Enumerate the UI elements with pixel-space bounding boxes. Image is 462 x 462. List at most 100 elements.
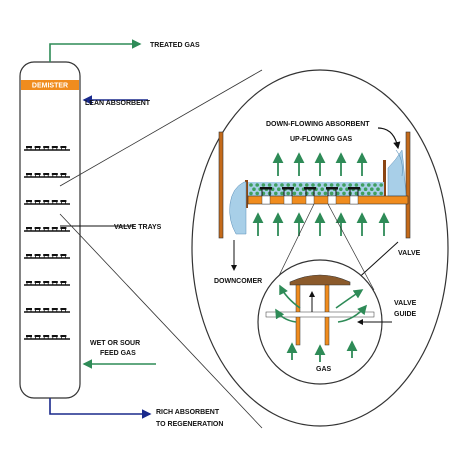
bubble (286, 191, 291, 196)
valve-guide-label-line2: GUIDE (394, 311, 417, 318)
bubble (370, 187, 374, 191)
tray-valve-cap (34, 254, 41, 256)
bubble (367, 183, 371, 187)
gas-curve-right-low (337, 304, 368, 323)
tray-valve (326, 187, 338, 205)
valve-label: VALVE (398, 250, 421, 257)
bubble (255, 183, 259, 187)
valve-guide-label-line1: VALVE (394, 300, 417, 307)
bubble (280, 183, 284, 187)
bubble (336, 191, 340, 196)
tray-valve-cap (51, 227, 58, 229)
valve-tray (24, 254, 70, 259)
demister-label: DEMISTER (32, 83, 68, 90)
bubble (329, 183, 334, 187)
tray-valve-cap (51, 335, 58, 337)
bubble (317, 191, 322, 196)
downcomer-weir (245, 180, 248, 208)
tray-valve-cap (26, 200, 32, 202)
tray-detail: DOWN-FLOWING ABSORBENT UP-FLOWING GAS DO… (214, 121, 421, 285)
valve-detail: GAS VALVE GUIDE (265, 274, 417, 373)
bubble (360, 183, 365, 187)
bubble (376, 187, 380, 191)
gas-curve-left-low (275, 308, 297, 323)
tray-valve-cap (43, 200, 50, 202)
tray-valve-cap (26, 173, 32, 175)
tray-valve-cap (34, 227, 41, 229)
bubble (280, 191, 284, 196)
bubble (345, 187, 349, 191)
valve-cap (289, 274, 351, 286)
tray-valve-cap (26, 308, 32, 310)
bubble (267, 183, 272, 187)
bubble (336, 183, 340, 187)
bubble (379, 183, 384, 187)
zoom-line-bottom (59, 213, 263, 429)
valve-orifice (327, 195, 337, 205)
bubble (363, 187, 368, 191)
valve-tray (24, 281, 70, 286)
bubble (286, 183, 291, 187)
bubble (329, 191, 334, 196)
tray-valve-cap (51, 308, 58, 310)
treated-gas-line (49, 39, 142, 62)
treated-gas-label: TREATED GAS (150, 42, 200, 49)
tray-valve (260, 187, 272, 205)
tray-valve-cap (26, 227, 32, 229)
bubble (249, 183, 253, 187)
tray-valve-cap (60, 200, 67, 202)
tray-valve-cap (43, 335, 50, 337)
valve-cap (348, 187, 360, 190)
tray-valve (282, 187, 294, 205)
bubble (261, 183, 266, 187)
valve-tray (24, 227, 70, 232)
tray-valve-cap (43, 281, 50, 283)
bubble (255, 191, 259, 196)
bubble-field (249, 183, 384, 196)
valve-cap (304, 187, 316, 190)
tray-valve-cap (26, 281, 32, 283)
valve-cap (260, 187, 272, 190)
tray-valve-cap (60, 281, 67, 283)
tray-valve (304, 187, 316, 205)
valve-tray (24, 146, 70, 151)
tray-valve-cap (51, 173, 58, 175)
valve-cap (282, 187, 294, 190)
feed-gas-label-line2: FEED GAS (100, 350, 136, 357)
absorber-column: DEMISTER (19, 61, 81, 399)
bubble (292, 191, 297, 196)
tray-valve-cap (60, 173, 67, 175)
bubble (339, 187, 343, 191)
feed-gas-label-line1: WET OR SOUR (90, 340, 140, 347)
tray-valve-cap (26, 146, 32, 148)
bubble (373, 183, 377, 187)
valve-orifice (261, 195, 271, 205)
zoom-tray-plate (265, 311, 375, 318)
incoming-liquid-top (395, 149, 403, 177)
bubble (249, 191, 253, 196)
bubble (274, 191, 278, 196)
tray-valve-cap (43, 254, 50, 256)
valve-orifice (349, 195, 359, 205)
valve-tray (24, 200, 70, 205)
down-flowing-arrow (377, 127, 401, 150)
bubble (298, 191, 303, 196)
tray-valve-cap (43, 173, 50, 175)
bubble (305, 183, 309, 187)
right-wall (405, 131, 411, 239)
bubble (295, 187, 300, 191)
tray-valve-cap (60, 308, 67, 310)
valve-tray-stack (24, 146, 70, 340)
gas-curve-right (335, 289, 364, 309)
incoming-liquid (387, 149, 407, 197)
tray-valve-cap (60, 254, 67, 256)
tray-detail-ellipse (191, 69, 449, 427)
demister-band (21, 80, 79, 90)
up-flowing-gas-arrows (252, 152, 390, 236)
gas-label: GAS (316, 366, 332, 373)
valve-tray (24, 308, 70, 313)
valve-orifice (283, 195, 293, 205)
valve-tray (24, 173, 70, 178)
